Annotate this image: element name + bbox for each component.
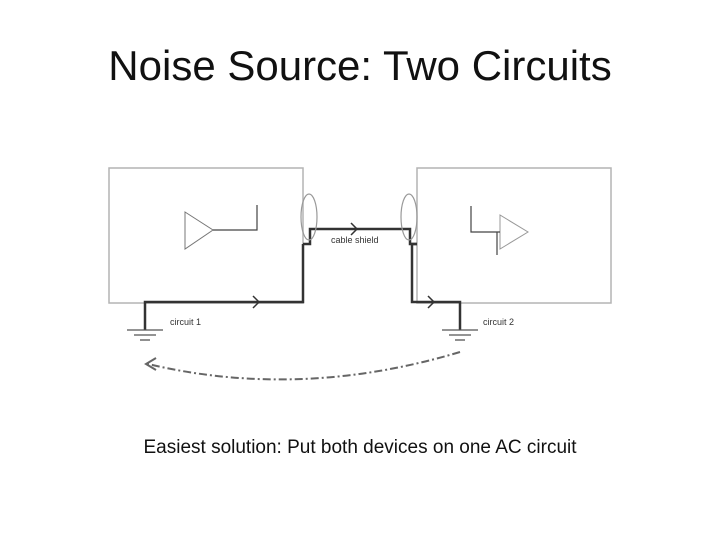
shield-arrow-icon xyxy=(350,222,359,236)
device-box-right xyxy=(416,167,612,304)
loop-right-icon xyxy=(400,193,418,241)
ground-wire-left xyxy=(143,244,305,330)
circuit-2-label: circuit 2 xyxy=(483,317,514,327)
amplifier-left-icon xyxy=(184,211,214,250)
cable-shield-label: cable shield xyxy=(331,235,379,245)
loop-left-icon xyxy=(300,193,318,241)
slide-title: Noise Source: Two Circuits xyxy=(108,42,612,89)
ground-arrow-left-icon xyxy=(252,295,261,309)
circuit-1-label: circuit 1 xyxy=(170,317,201,327)
ground-left-icon xyxy=(127,329,163,341)
ground-loop-arrow-icon xyxy=(144,357,157,371)
amplifier-right-wire xyxy=(470,206,500,233)
ground-wire-right xyxy=(410,242,462,330)
amplifier-left-wire xyxy=(213,205,258,231)
ground-right-icon xyxy=(442,329,478,341)
slide-caption: Easiest solution: Put both devices on on… xyxy=(143,437,577,458)
device-box-left xyxy=(108,167,304,304)
ground-loop-path xyxy=(147,351,461,381)
amplifier-right-icon xyxy=(499,214,529,250)
ground-arrow-right-icon xyxy=(427,295,436,309)
